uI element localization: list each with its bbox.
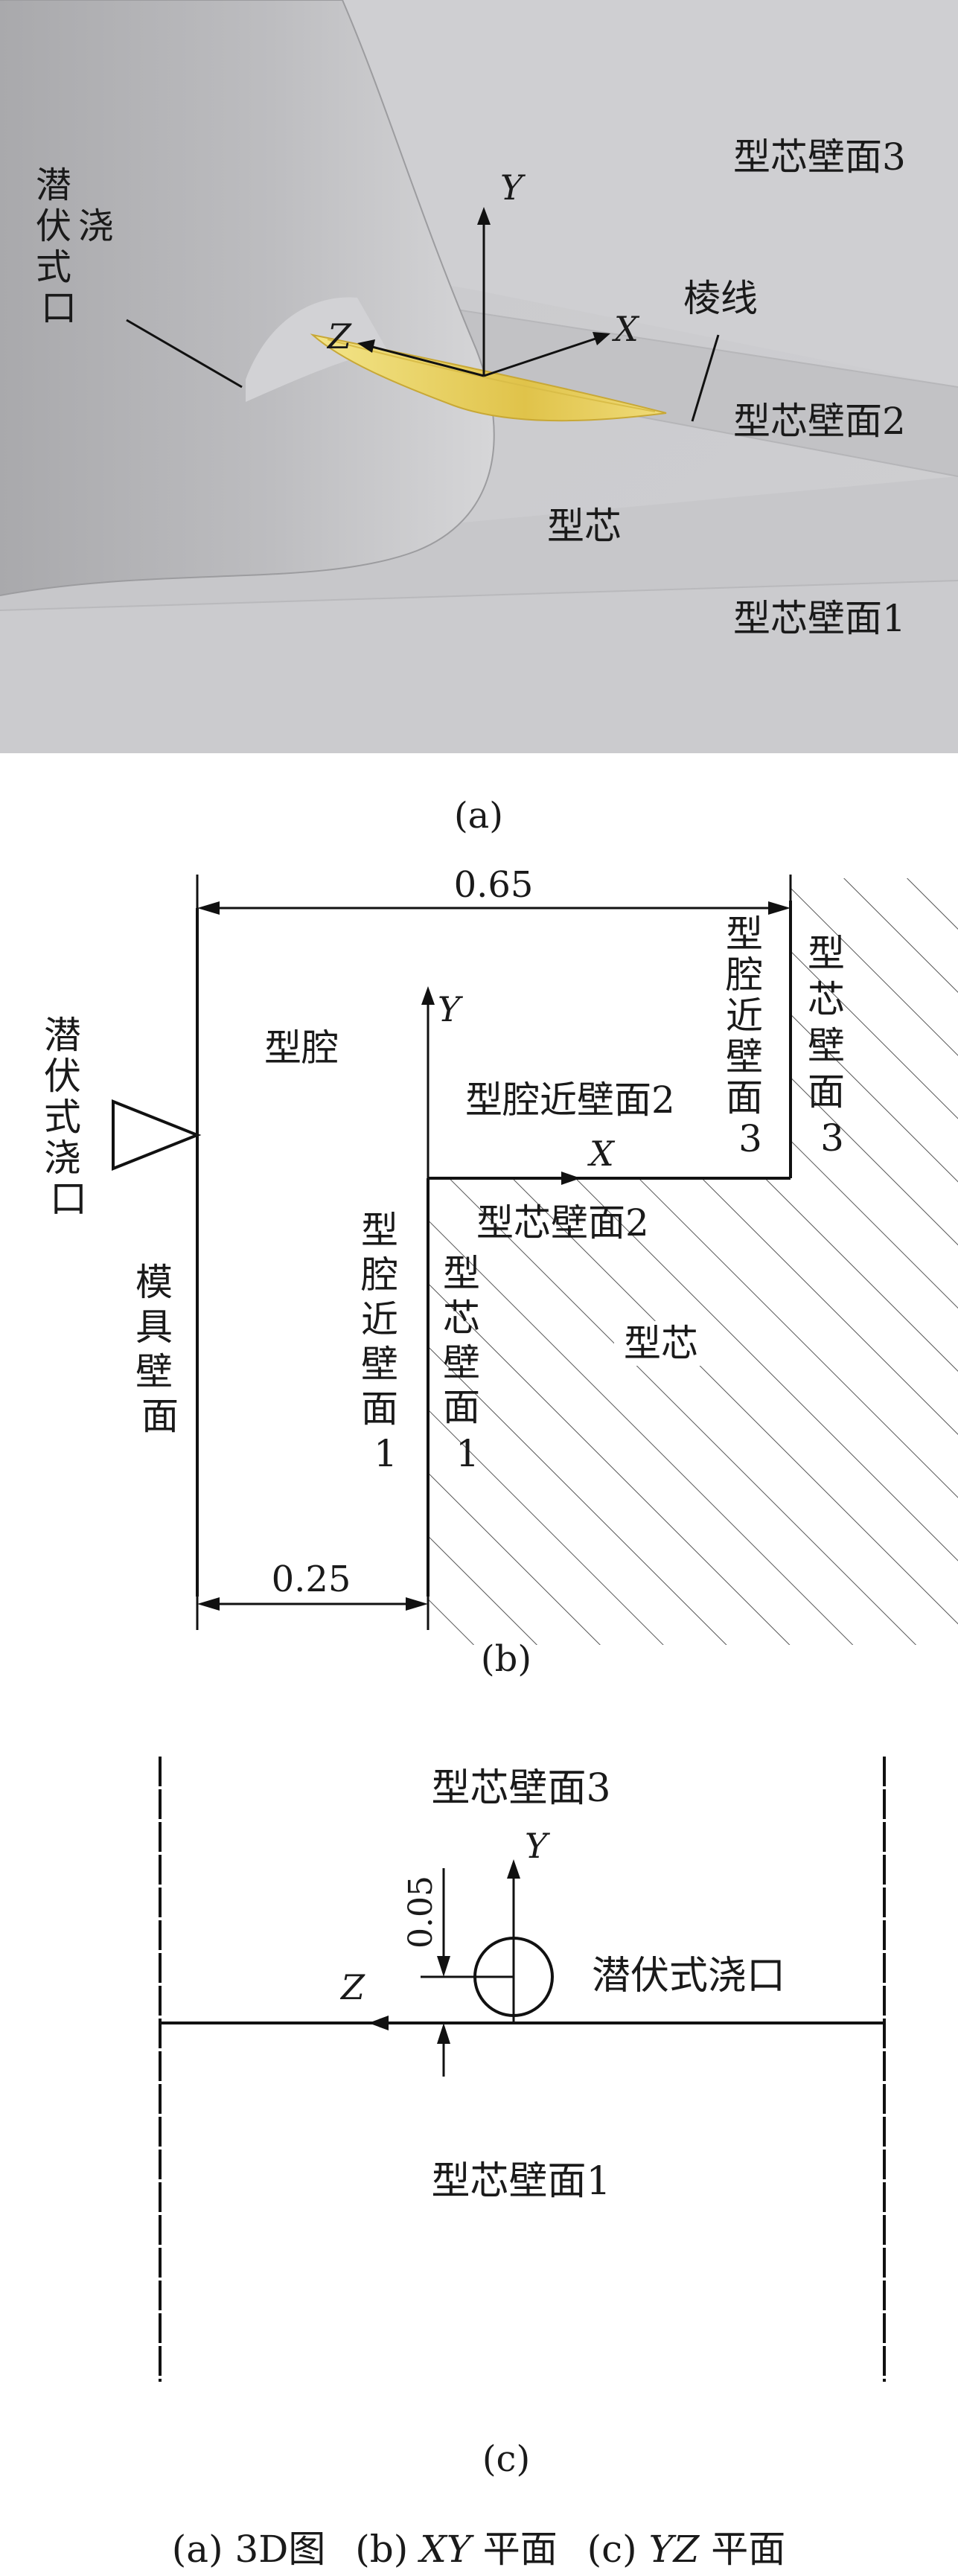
axis-y-label: Y [525, 1826, 551, 1866]
dim-top-label: 0.65 [454, 864, 534, 906]
gate-label: 潜伏式浇口 [592, 1954, 785, 1998]
gate-triangle [112, 1099, 202, 1171]
gate-label-char: 式 [36, 246, 71, 288]
axis-x-label: X [587, 1134, 616, 1174]
svg-text:浇 口: 浇 口 [41, 205, 125, 329]
core-wall-1-label: 型芯壁面1 [431, 2159, 610, 2204]
dim-label: 0.05 [402, 1876, 440, 1949]
panel-a-3d-view: 潜 伏 式 浇 口 Y X Z 棱线 型芯壁面3 型芯壁面2 型芯 型芯壁面1 … [0, 0, 958, 837]
panel-b-caption: (b) [481, 1638, 531, 1680]
gate-label-char: 伏 [36, 205, 71, 247]
caption-c-prefix: (c) [587, 2528, 649, 2571]
core-wall-3-label: 型芯壁面3 [733, 135, 906, 179]
axis-y-label: Y [500, 167, 526, 208]
edge-leader-line [691, 334, 720, 422]
axis-z-label: Z [339, 1967, 365, 2007]
gate-label: 潜 伏 式 浇 口 [44, 1014, 93, 1221]
gate-label-char: 潜 [36, 164, 71, 206]
core-wall-3-label: 型芯壁面3 [431, 1766, 610, 1811]
gate-label-char: 口 [41, 287, 77, 329]
core-wall-1-label: 型芯壁面1 [733, 597, 906, 640]
mold-wall-label: 模 具 壁 面 [135, 1261, 185, 1438]
caption-a: (a) 3D图 [172, 2528, 326, 2571]
core-wall-3-surface [339, 0, 958, 387]
gate-leader-line [126, 319, 243, 389]
caption-b-prefix: (b) [355, 2528, 420, 2571]
figure-caption: (a) 3D图 (b) XY 平面 (c) YZ 平面 [172, 2528, 785, 2571]
core-wall-2-label: 型芯壁面2 [733, 400, 906, 443]
edge-line-label: 棱线 [683, 277, 758, 320]
cavity-label: 型腔 [264, 1026, 339, 1070]
gate-opening [246, 297, 387, 402]
axis-z-label: Z [326, 316, 352, 357]
cavity-wall-1-label: 型 腔 近 壁 面 1 [361, 1209, 410, 1475]
cavity-wall-3-label: 型 腔 近 壁 面 3 [726, 913, 775, 1160]
axis-x-arrow [483, 337, 596, 377]
caption-b-suffix: 平面 [483, 2528, 558, 2571]
lower-edge-face [0, 581, 958, 753]
cavity-wall-2-label: 型腔近壁面2 [465, 1078, 675, 1122]
core-hatch [428, 878, 958, 1645]
caption-b-axis: XY [417, 2528, 474, 2571]
core-wall-1-label: 型 芯 壁 面 1 [443, 1252, 492, 1475]
axis-y-label: Y [438, 989, 464, 1029]
gate-label-char: 浇 [78, 205, 114, 247]
core-label: 型芯 [547, 505, 622, 548]
dim-bottom-label: 0.25 [272, 1559, 351, 1600]
core-wall-2-label: 型芯壁面2 [476, 1201, 649, 1244]
svg-text:(a) 3D图 (b) XY 平: (a) 3D图 (b) XY 平面 (c) YZ 平面 [172, 2528, 785, 2571]
axis-x-label: X [612, 309, 640, 349]
caption-c-suffix: 平面 [711, 2528, 785, 2571]
panel-a-caption: (a) [454, 795, 503, 837]
mold-boss [0, 0, 494, 595]
axis-z-arrow [371, 345, 485, 377]
panel-c-caption: (c) [482, 2438, 530, 2480]
panel-b-xy-plane: 0.65 0.25 潜 伏 式 浇 口 型腔 Y X 型腔近壁面2 型 腔 近 … [44, 864, 958, 1680]
svg-text:潜 伏 式: 潜 伏 式 [36, 164, 83, 288]
core-wall-3-label: 型 芯 壁 面 3 [808, 932, 857, 1160]
caption-c-axis: YZ [649, 2528, 700, 2571]
core-label: 型芯 [624, 1322, 698, 1365]
panel-c-yz-plane: 0.05 型芯壁面3 Y Z 潜伏式浇口 型芯壁面1 (c) [159, 1757, 886, 2480]
